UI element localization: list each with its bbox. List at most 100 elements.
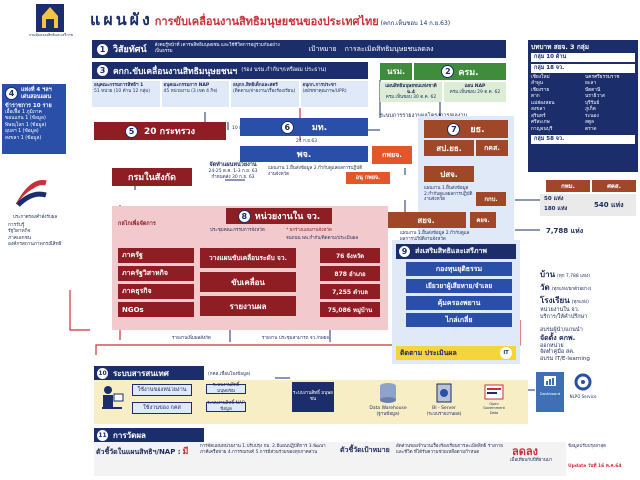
goal-text: การละเมิดสิทธิมนุษยชนลดลง [344, 44, 434, 53]
user-computer-icon [102, 386, 124, 409]
list-item: ภาคเอกชน [8, 235, 32, 241]
list-item: กาญจนบุรี [531, 126, 553, 132]
justice-label: ยธ. [470, 125, 485, 135]
list-item: แม่ฮ่องสอน [531, 100, 555, 106]
warehouse-note: (ฐานข้อมูล) [376, 411, 400, 417]
psy-box: ปสจ. [424, 166, 474, 182]
committee-chair: (รอง นรม.กำกับฯ/เหรือผม ประธาน) [241, 67, 327, 74]
db-hr: ระบบงานสิทธิ์ มนุษยชน [206, 383, 246, 394]
plan-province-step: วางแผนขับเคลื่อนระดับ จว. [200, 248, 296, 268]
left-group-title: ข้าราชการ 10 ราย [5, 102, 52, 109]
list-item: ตราด [585, 126, 597, 132]
sya-box: สยจ. [386, 212, 466, 228]
count-districts: 878 อำเภอ [320, 266, 380, 281]
service-item: อบรมผู้นำ/แกนนำ [540, 326, 583, 333]
ministries-number: 5 [125, 124, 138, 138]
pj-box: พจ. [240, 146, 368, 162]
stat-label: 180 แห่ง [544, 206, 568, 212]
service-label: จัดตั้ง คกพ. [540, 333, 576, 342]
flag-icon [15, 179, 47, 207]
list-item: นราธิวาส [585, 94, 605, 100]
meeting-title: ประชุมคณะกรรมการจังหวัด [210, 228, 265, 233]
provincial-label: หน่วยงานใน จว. [254, 212, 321, 222]
sub-committee-4: อนุกก.การประชา (สมัชชาคุณภาพ/UPR) [300, 81, 368, 107]
list-item: อุบลฯ 1 (ข้อมูล) [5, 129, 39, 135]
plan-note: ครม.เห็นชอบ 29 ต.ค. 62 [449, 89, 501, 95]
sub-committee-2: อนุคณะกรรมการ NAP 45 หน่วยงาน (3 เขต 4 ก… [161, 81, 229, 107]
left-group-title: เด่นสอนแผน [21, 93, 52, 100]
sub-committee-name: อนุกก.การประชา [302, 83, 337, 88]
evaluation-label: การวัดผล [113, 430, 146, 440]
title-note: (คกก.เห็นชอบ 14 ก.ย.63) [380, 20, 451, 27]
flag-caption: ประกาศรองคำสั่งรับผล [12, 215, 58, 220]
justice-box: 7 ยธ. [424, 120, 508, 138]
service-item: โรงเรียน (ทุกแห่ง) [540, 294, 638, 307]
list-item: ปัตตานี [585, 87, 601, 93]
dashboard-label: Dashboard [539, 391, 561, 396]
bi-label: BI - Server [432, 406, 456, 411]
cabinet-number: 2 [441, 65, 455, 78]
page-title: แผนผัง การขับเคลื่อนงานสิทธิมนุษยชนของปร… [90, 8, 450, 33]
service-item: ออกหน่วย [540, 342, 564, 349]
krm-box: 2 ครม. [414, 63, 506, 80]
committee-subs: อนุคณะกรรมการสิทธิฯ 1 51 หน่วย (10 ด้าน … [92, 81, 368, 107]
count-villages: 75,086 หมู่บ้าน [320, 302, 380, 317]
right-panel: บทบาท สยจ. 3 กลุ่ม กลุ่ม 10 ด้าน กลุ่ม 1… [528, 40, 638, 172]
local-plan-note: จัดทำแผนหน่วยงาน 24-25 ต.ค. 1-3 ก.ย. 63 … [198, 162, 268, 180]
province-list: เชียงใหม่ ลำพูน เชียงราย ตาก แม่ฮ่องสอน … [531, 75, 635, 133]
list-item: นครศรีธรรมราช [585, 74, 620, 80]
right-group-title: กลุ่ม 58 จว. [531, 135, 635, 144]
service-item: บริการ/ให้คำปรึกษา [540, 313, 588, 320]
kyj-box: คยจ. [470, 212, 496, 228]
reduce-label: ลดลง [512, 445, 538, 458]
interior-label: มท. [311, 123, 328, 133]
bi-note: (ระบบรายงานผล) [426, 411, 462, 417]
info-system-title: 10 ระบบสารสนเทศ [94, 366, 204, 380]
services-list: บ้าน (ทุก 7,788 แห่ง) วัด (ทุกแห่ง/ยกตัว… [540, 268, 638, 363]
database-icon [380, 383, 396, 403]
sub-committee-1: อนุคณะกรรมการสิทธิฯ 1 51 หน่วย (10 ด้าน … [92, 81, 160, 107]
list-item: บุรีรัมย์ [585, 100, 600, 106]
list-item: ศรีสะเกษ [531, 120, 550, 126]
list-item: สุรินทร์ [531, 113, 546, 119]
list-item: ภูเก็ต [585, 107, 596, 113]
kmp-box: กกบ. [476, 192, 506, 206]
title-main: การขับเคลื่อนงานสิทธิมนุษยชนของประเทศไทย [154, 15, 379, 28]
witness-protection: คุ้มครองพยาน [406, 296, 512, 310]
source-kks: ใช้งานของ กคส [132, 402, 192, 414]
sub-committee-note: (สมัชชาคุณภาพ/UPR) [302, 88, 347, 94]
list-item: พิษณุโลก 1 (ข้อมูล) [5, 122, 47, 128]
goal-kpi-label: ตัวชี้วัดเป้าหมาย [340, 446, 390, 454]
list-item: ยะลา [585, 81, 597, 87]
list-item: องค์กรสถานภาพกรณีสิทธิ [8, 242, 62, 248]
db-nap-label: ระบบงานสิทธิ์ NAP ข้อมูล [207, 401, 245, 412]
open-data-icon [484, 384, 504, 400]
list-item: รัฐวิสาหกิจ [8, 229, 31, 235]
emblem-icon [36, 4, 64, 32]
open-data: Open Government Data [480, 384, 508, 415]
sub-committee-note: (ติดตาม/จ่ายงาน/เรื่องร้องเรียน) [233, 88, 296, 94]
sub-committee-name: อนุกก.สิทธิเด็กและสตรี [233, 83, 278, 88]
sector-business: ภาคธุรกิจ [118, 284, 194, 299]
bi-server: BI - Server (ระบบรายงานผล) [424, 382, 464, 422]
title-prefix: แผนผัง [90, 10, 153, 29]
vision-number: 1 [96, 42, 109, 56]
warehouse: Data Warehouse (ฐานข้อมูล) [366, 382, 410, 422]
sector-ngos: NGOs [118, 302, 194, 317]
list-item: สงขลา 1 (ข้อมูล) [5, 135, 42, 141]
list-item: สงขลา [531, 107, 546, 113]
service-note: (ทุก 7,788 แห่ง) [556, 274, 590, 279]
sub-committee-name: อนุคณะกรรมการ NAP [163, 83, 210, 88]
plan-note: ครม.เห็นชอบ 30 ต.ค. 62 [385, 95, 437, 101]
service-label: วัด [540, 283, 550, 292]
reduce-note: เมื่อเทียบกับปีที่ผ่านมา [510, 458, 553, 463]
bottom-left-note: รายงานเพิ่มผลสังกัด [172, 336, 211, 341]
list-item: ระนอง [585, 113, 599, 119]
local-plan-date: 24-25 ต.ค. 1-3 ก.ย. 63 [208, 168, 258, 174]
sya-note: แผนงาน 1.ยื่นส่งข้อมูล 2.กำกับดูแลผลการป… [400, 231, 470, 242]
bottom-report-note: รายงาน ประชุมสามารถ จว./กพยจ. [262, 336, 331, 341]
right-group-title: กลุ่ม 18 จว. [531, 64, 635, 73]
sp-box: สป.ยธ. [424, 140, 474, 156]
left-group-list: เอื้อเฟื้อ 1 ภูมิภาค ขอนแก่น 1 (ข้อมูล) … [5, 110, 63, 142]
db-main-label: ระบบงานสิทธิ์ มนุษยชน [293, 391, 333, 402]
